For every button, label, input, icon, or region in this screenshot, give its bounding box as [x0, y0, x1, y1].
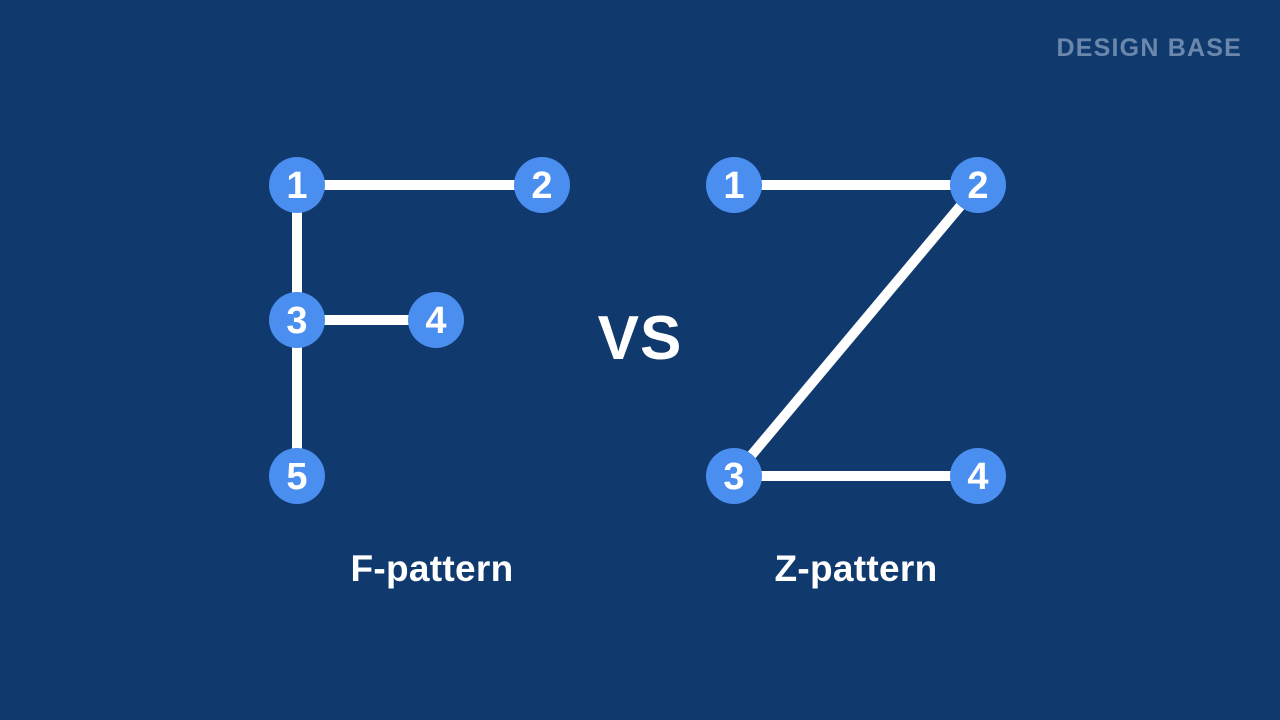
- node-circle: [269, 157, 325, 213]
- node-circle: [950, 448, 1006, 504]
- node-number: 4: [425, 300, 446, 342]
- node-2[interactable]: 2: [950, 157, 1006, 213]
- caption-f-pattern: F-pattern: [350, 548, 514, 589]
- node-circle: [408, 292, 464, 348]
- node-number: 1: [723, 165, 744, 207]
- node-1[interactable]: 1: [269, 157, 325, 213]
- node-4[interactable]: 4: [408, 292, 464, 348]
- node-4[interactable]: 4: [950, 448, 1006, 504]
- node-circle: [514, 157, 570, 213]
- node-2[interactable]: 2: [514, 157, 570, 213]
- node-5[interactable]: 5: [269, 448, 325, 504]
- node-number: 2: [531, 165, 552, 207]
- node-circle: [950, 157, 1006, 213]
- node-number: 1: [286, 165, 307, 207]
- f-pattern-group: 1 2 3 4 5: [269, 157, 570, 504]
- node-circle: [706, 448, 762, 504]
- node-number: 2: [967, 165, 988, 207]
- node-1[interactable]: 1: [706, 157, 762, 213]
- watermark-design-base: DESIGN BASE: [1056, 34, 1242, 62]
- z-pattern-group: 1 2 3 4: [706, 157, 1006, 504]
- edge-2-to-3: [730, 181, 982, 480]
- node-number: 3: [723, 456, 744, 498]
- node-3[interactable]: 3: [706, 448, 762, 504]
- node-circle: [269, 292, 325, 348]
- node-circle: [269, 448, 325, 504]
- node-3[interactable]: 3: [269, 292, 325, 348]
- node-number: 3: [286, 300, 307, 342]
- caption-z-pattern: Z-pattern: [774, 548, 938, 589]
- node-number: 5: [286, 456, 307, 498]
- vs-label: VS: [597, 304, 683, 373]
- node-number: 4: [967, 456, 988, 498]
- node-circle: [706, 157, 762, 213]
